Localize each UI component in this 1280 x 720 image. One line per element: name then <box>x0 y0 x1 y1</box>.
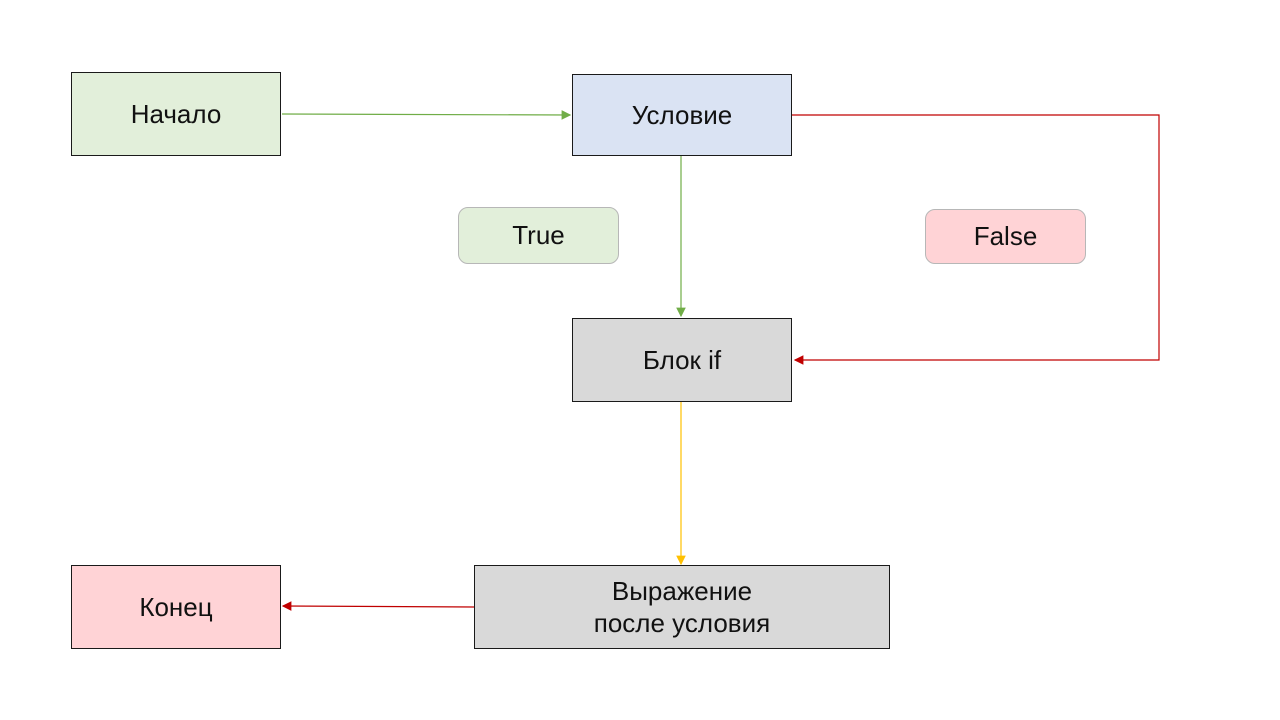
edge-start-to-condition <box>281 110 572 120</box>
branch-label-false: False <box>925 209 1086 264</box>
node-if-block: Блок if <box>572 318 792 402</box>
edge-condition-false <box>792 114 1160 365</box>
node-condition: Условие <box>572 74 792 156</box>
branch-label-true: True <box>458 207 619 264</box>
node-condition-label: Условие <box>631 99 733 130</box>
edge-after-to-end <box>281 601 475 611</box>
node-if-block-label: Блок if <box>642 344 722 375</box>
node-start-label: Начало <box>130 98 222 129</box>
node-after-condition-label: Выражение после условия <box>593 575 771 639</box>
node-end-label: Конец <box>139 591 213 622</box>
node-end: Конец <box>71 565 281 649</box>
branch-label-false-text: False <box>973 221 1038 251</box>
node-start: Начало <box>71 72 281 156</box>
node-after-condition: Выражение после условия <box>474 565 890 649</box>
branch-label-true-text: True <box>512 220 565 250</box>
